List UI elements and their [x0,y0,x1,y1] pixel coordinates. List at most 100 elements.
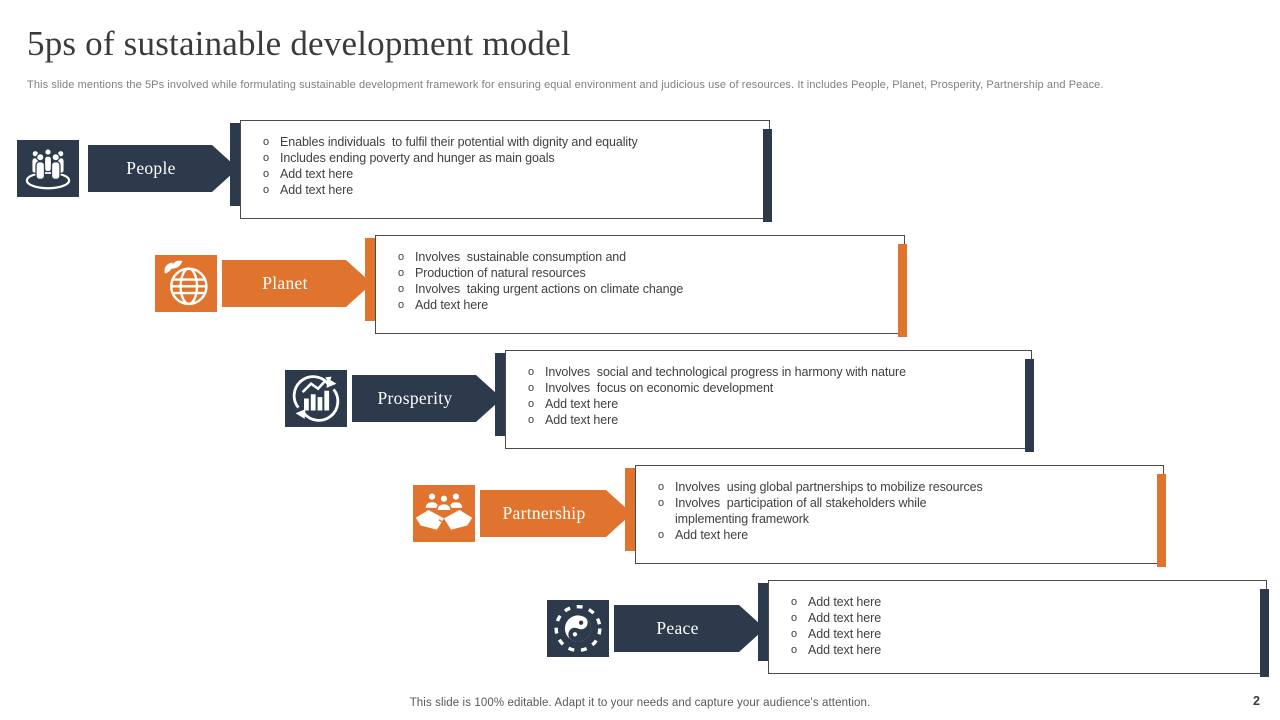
partnership-arrow: Partnership [480,490,632,537]
bullet-text: Involves participation of all stakeholde… [675,496,927,526]
people-arrow: People [88,145,238,192]
row-label-people: People [126,158,176,178]
bullet-text: Add text here [280,183,354,197]
bullet-text: Involves focus on economic development [545,381,774,395]
partnership-icon-box [413,485,475,542]
peace-icon-box [547,600,609,657]
bullet-marker: o [398,283,405,295]
bullet-marker: o [263,184,270,196]
bullet-text: Involves social and technological progre… [545,365,906,379]
bullet-item: o Enables individuals to fulfil their pot… [263,134,751,150]
people-icon-box [17,140,79,197]
accent-bar-right [898,244,907,337]
row-label-planet: Planet [262,273,308,293]
yin-yang-icon [554,604,602,653]
row-label-prosperity: Prosperity [377,388,453,408]
bullet-marker: o [528,398,535,410]
bullet-item: o Add text here [528,412,1013,428]
bullet-text: Involves sustainable consumption and [415,250,627,264]
bullet-item: o Add text here [398,297,886,313]
bullet-marker: o [658,497,665,509]
bullet-item: o Involves focus on economic development [528,380,1013,396]
bullet-list-partnership: o Involves using global partnerships to m… [636,466,1163,543]
bullet-marker: o [528,382,535,394]
page-number: 2 [1253,694,1260,708]
bullet-item: o Add text here [528,396,1013,412]
bullet-list-people: o Enables individuals to fulfil their pot… [241,121,769,198]
bullet-item: o Add text here [791,610,1248,626]
peace-arrow: Peace [614,605,765,652]
bullet-marker: o [398,299,405,311]
bullet-marker: o [263,152,270,164]
bullet-text: Add text here [545,397,619,411]
bullet-text: Add text here [415,298,489,312]
bullet-text: Involves using global partnerships to mo… [675,480,983,494]
bullet-text: Add text here [675,528,749,542]
planet-arrow: Planet [222,260,372,307]
accent-bar-left [230,123,240,206]
prosperity-textbox: o Involves social and technological progr… [495,350,1034,452]
bullet-marker: o [791,628,798,640]
bullet-marker: o [528,366,535,378]
planet-icon-box [155,255,217,312]
bullet-text: Add text here [808,643,882,657]
bullet-marker: o [791,644,798,656]
accent-bar-left [758,583,768,661]
bullet-marker: o [263,168,270,180]
bullet-text: Add text here [808,595,882,609]
bullet-text: Add text here [808,627,882,641]
people-textbox: o Enables individuals to fulfil their pot… [230,120,772,222]
people-group-icon [25,148,71,190]
page-subtitle: This slide mentions the 5Ps involved whi… [27,79,1104,91]
accent-bar-right [763,129,772,222]
bullet-item: o Add text here [658,527,1145,543]
bullet-item: o Add text here [791,642,1248,658]
accent-bar-right [1025,359,1034,452]
bullet-item: o Add text here [791,594,1248,610]
footer-note: This slide is 100% editable. Adapt it to… [409,697,871,709]
accent-bar-left [495,353,505,436]
row-label-partnership: Partnership [502,503,586,523]
bullet-marker: o [658,481,665,493]
prosperity-icon-box [285,370,347,427]
bullet-text: Add text here [808,611,882,625]
bullet-item: o Involves participation of all stakehold… [658,495,1145,527]
growth-chart-icon [292,375,340,422]
globe-leaf-icon [164,260,208,306]
bullet-text: Enables individuals to fulfil their pote… [280,135,638,149]
bullet-item: o Add text here [791,626,1248,642]
bullet-item: o Production of natural resources [398,265,886,281]
bullet-marker: o [658,529,665,541]
accent-bar-left [365,238,375,321]
prosperity-arrow: Prosperity [352,375,502,422]
bullet-item: o Involves social and technological progr… [528,364,1013,380]
bullet-marker: o [263,136,270,148]
bullet-marker: o [791,596,798,608]
accent-bar-right [1157,474,1166,567]
bullet-item: o Involves sustainable consumption and [398,249,886,265]
bullet-item: o Add text here [263,182,751,198]
bullet-text: Add text here [545,413,619,427]
bullet-text: Production of natural resources [415,266,586,280]
page-title: 5ps of sustainable development model [27,24,571,63]
bullet-marker: o [528,414,535,426]
bullet-text: Involves taking urgent actions on climat… [415,282,684,296]
accent-bar-left [625,468,635,551]
bullet-marker: o [398,267,405,279]
bullet-marker: o [791,612,798,624]
bullet-item: o Involves taking urgent actions on clima… [398,281,886,297]
partnership-textbox: o Involves using global partnerships to m… [625,465,1166,567]
bullet-item: o Involves using global partnerships to m… [658,479,1145,495]
bullet-marker: o [398,251,405,263]
accent-bar-right [1260,589,1269,677]
handshake-icon [415,492,473,530]
bullet-list-prosperity: o Involves social and technological progr… [506,351,1031,428]
row-label-peace: Peace [656,618,699,638]
